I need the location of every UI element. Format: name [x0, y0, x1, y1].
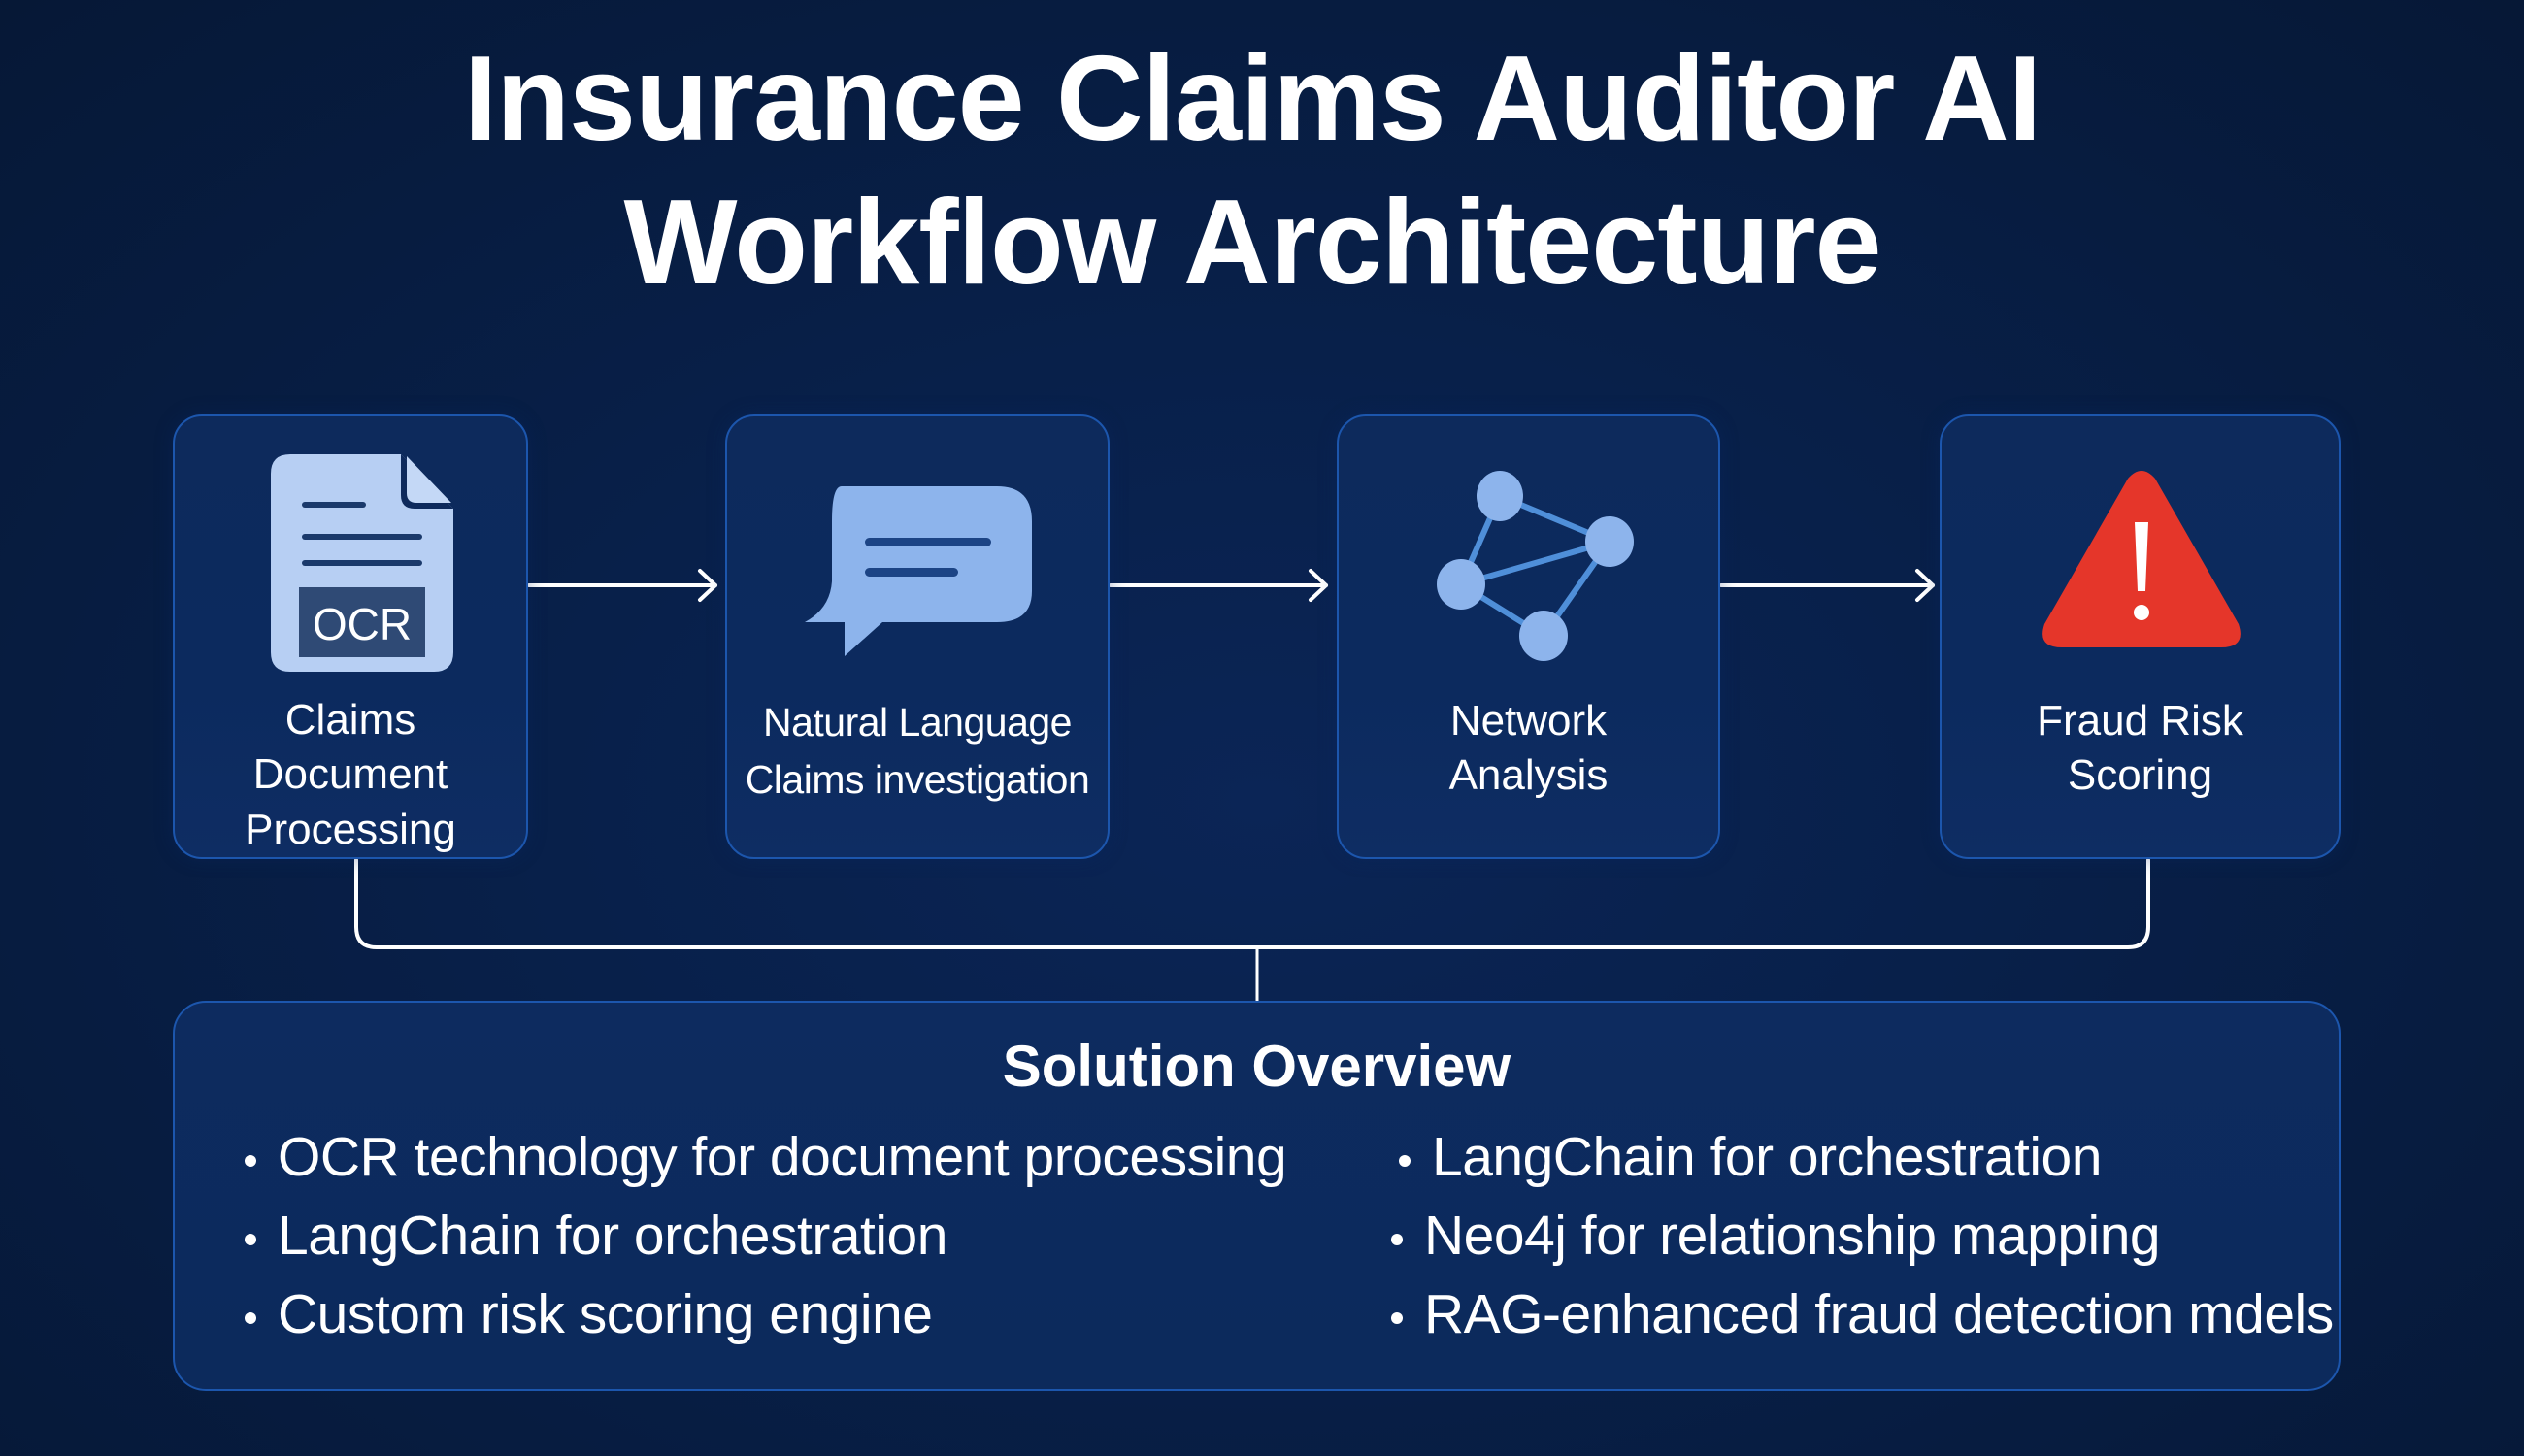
stage-label-line: Natural Language — [763, 700, 1072, 745]
solution-overview-title: Solution Overview — [1002, 1034, 1511, 1099]
graph-node — [1477, 471, 1523, 521]
stage-label: Network Analysis — [1339, 694, 1718, 804]
graph-node — [1437, 559, 1485, 610]
arrow-head-icon — [1309, 569, 1328, 602]
stage-card-network-analysis[interactable]: Network Analysis — [1337, 414, 1720, 859]
stage-label-line: Processing — [245, 805, 456, 853]
diagram-title-line-2: Workflow Architecture — [623, 176, 1882, 310]
bullet-item: OCR technology for document processing — [239, 1118, 1287, 1197]
bullet-item: RAG-enhanced fraud detection mdels — [1385, 1275, 2334, 1354]
stage-label-line: Claims investigation — [745, 757, 1090, 803]
bullet-item: LangChain for orchestration — [239, 1197, 1286, 1275]
arrow-head-icon — [1915, 569, 1935, 602]
graph-node — [1585, 516, 1634, 567]
bullet-list-right: LangChain for orchestration Neo4j for re… — [1385, 1118, 2334, 1354]
bracket-connector — [354, 858, 2150, 949]
stage-label-line: Network — [1449, 697, 1608, 745]
bullet-item: Custom risk scoring engine — [239, 1275, 1286, 1354]
stage-label-line: Claims — [284, 696, 416, 744]
exclamation-mark — [2135, 522, 2148, 591]
stage-label-line: Document — [252, 750, 448, 799]
stage-card-claims-document-processing[interactable]: OCR Claims Document Processing — [173, 414, 528, 859]
diagram-title-line-1: Insurance Claims Auditor AI — [463, 32, 2042, 166]
stage-card-natural-language-investigation[interactable]: Natural Language Claims investigation — [725, 414, 1110, 859]
stage-label: Natural Language Claims investigation — [727, 694, 1108, 810]
graph-node — [1519, 611, 1568, 661]
network-graph-icon — [1432, 467, 1636, 671]
chat-bubble-icon — [803, 484, 1036, 657]
ocr-icon-label: OCR — [313, 599, 412, 649]
bullet-list-left: OCR technology for document processing L… — [239, 1118, 1287, 1354]
arrow-stage-3-to-4 — [1719, 569, 1935, 602]
stage-card-fraud-risk-scoring[interactable]: Fraud Risk Scoring — [1940, 414, 2341, 859]
ocr-document-icon: OCR — [269, 452, 455, 674]
arrow-head-icon — [698, 569, 717, 602]
stage-label-line: Analysis — [1448, 751, 1609, 800]
bullet-item: Neo4j for relationship mapping — [1385, 1197, 2334, 1275]
stage-label: Claims Document Processing — [175, 693, 526, 857]
warning-triangle-icon — [2039, 469, 2244, 649]
arrow-stage-2-to-3 — [1109, 569, 1328, 602]
bullet-item: LangChain for orchestration — [1393, 1118, 2334, 1197]
arrow-stage-1-to-2 — [527, 569, 717, 602]
stage-label-line: Scoring — [2067, 751, 2213, 800]
stage-label: Fraud Risk Scoring — [1942, 694, 2339, 804]
stage-label-line: Fraud Risk — [2037, 697, 2243, 745]
solution-overview-panel: Solution Overview OCR technology for doc… — [173, 1001, 2341, 1391]
